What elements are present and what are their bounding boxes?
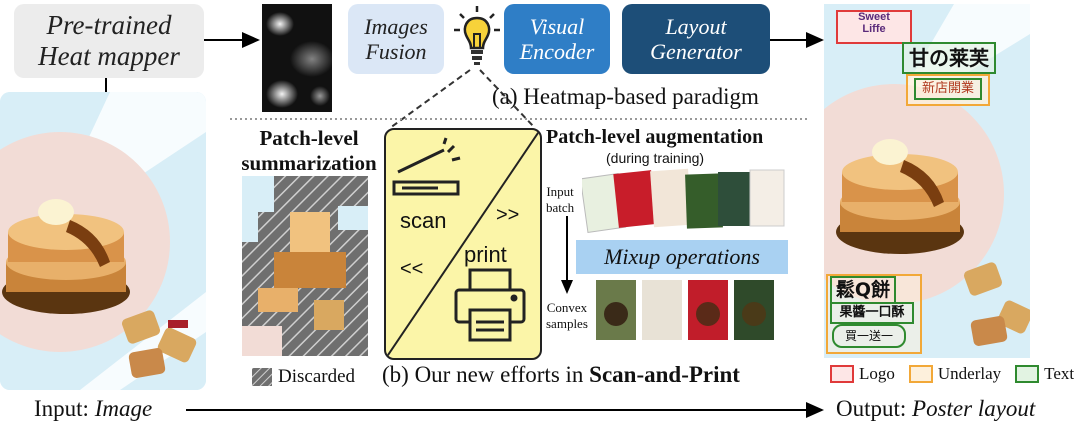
- output-poster: Sweet Liffe 甘の莱芙 新店開業 鬆Q餅 果醬一口酥 買一送一: [824, 4, 1030, 358]
- input-batch-line2: batch: [546, 199, 575, 215]
- logo-box: Sweet Liffe: [836, 10, 912, 44]
- print-label: print: [464, 242, 507, 267]
- hatch-swatch-icon: [252, 368, 272, 386]
- heatmap-thumbnail: [262, 4, 332, 112]
- legend-swatch-underlay: [908, 365, 933, 383]
- badge-text: 新店開業: [921, 81, 974, 96]
- heat-mapper-box: Pre-trained Heat mapper: [14, 4, 204, 78]
- scan-print-panel: scan >> << print: [384, 128, 542, 360]
- big-text-box: 鬆Q餅: [830, 276, 896, 304]
- legend-swatch-logo: [830, 365, 854, 383]
- forward-label: >>: [496, 204, 520, 226]
- heat-mapper-line2: Heat mapper: [38, 41, 180, 71]
- augmentation-subtitle: (during training): [606, 150, 705, 166]
- encoder-line1: Visual: [529, 13, 585, 39]
- logo-line1: Sweet: [858, 11, 890, 23]
- mixup-box: Mixup operations: [576, 240, 788, 274]
- input-italic: Image: [94, 396, 153, 421]
- input-batch-line1: Input: [546, 184, 574, 199]
- input-prefix: Input:: [34, 396, 95, 421]
- title-text-box: 甘の莱芙: [902, 42, 996, 74]
- images-fusion-box: Images Fusion: [348, 4, 444, 74]
- sub-text-box: 果醬一口酥: [830, 302, 914, 324]
- discarded-legend: Discarded: [252, 366, 355, 388]
- legend-item-text: Text: [1015, 364, 1074, 384]
- title-text: 甘の莱芙: [909, 46, 989, 70]
- legend-item-logo: Logo: [830, 364, 895, 384]
- printer-icon: [454, 268, 526, 342]
- convex-label: Convex samples: [546, 300, 588, 331]
- generator-line1: Layout: [665, 13, 727, 39]
- patch-summary-image: [242, 176, 368, 356]
- output-label: Output: Poster layout: [836, 396, 1035, 422]
- input-batch-label: Input batch: [546, 184, 574, 215]
- promo-text-box: 買一送一: [832, 324, 906, 348]
- scan-print-art: [386, 130, 540, 358]
- augmentation-title: Patch-level augmentation: [546, 126, 764, 148]
- logo-line2: Liffe: [862, 22, 886, 35]
- efforts-prefix: (b) Our new efforts in: [382, 362, 590, 387]
- heat-mapper-line1: Pre-trained: [46, 9, 172, 40]
- promo-text: 買一送一: [844, 329, 893, 343]
- patch-summary-line2: summarization: [241, 151, 377, 176]
- bottom-underlay-box: [826, 274, 922, 354]
- convex-line2: samples: [546, 315, 588, 331]
- patch-summary-line1: Patch-level: [259, 126, 359, 150]
- encoder-line2: Encoder: [519, 39, 595, 64]
- lightbulb-icon: [454, 6, 500, 65]
- output-italic: Poster layout: [912, 396, 1036, 421]
- discarded-label: Discarded: [278, 366, 356, 387]
- layout-generator-box: Layout Generator: [622, 4, 770, 74]
- legend: Logo Underlay Text: [830, 364, 1074, 384]
- convex-thumbnails: [596, 280, 774, 340]
- batch-arrow: [561, 216, 573, 294]
- scan-label: scan: [400, 208, 447, 233]
- convex-line1: Convex: [546, 300, 588, 315]
- scanner-icon: [392, 137, 461, 196]
- output-prefix: Output:: [836, 396, 913, 421]
- input-poster: [0, 92, 206, 390]
- legend-label-underlay: Underlay: [937, 364, 1002, 383]
- legend-item-underlay: Underlay: [908, 364, 1002, 384]
- fusion-line1: Images: [364, 13, 428, 39]
- legend-label-text: Text: [1044, 364, 1075, 383]
- generator-line2: Generator: [650, 39, 742, 64]
- input-batch-thumbnails: [582, 168, 785, 233]
- legend-swatch-text: [1015, 365, 1040, 383]
- badge-text-box: 新店開業: [914, 78, 982, 100]
- efforts-caption: (b) Our new efforts in Scan-and-Print: [382, 362, 740, 388]
- paradigm-caption: (a) Heatmap-based paradigm: [492, 84, 759, 109]
- visual-encoder-box: Visual Encoder: [504, 4, 610, 74]
- back-label: <<: [400, 258, 424, 280]
- patch-summary-title: Patch-level summarization: [236, 126, 382, 176]
- heatmap-image: [266, 12, 332, 108]
- legend-label-logo: Logo: [859, 364, 895, 383]
- mixup-label: Mixup operations: [604, 244, 760, 269]
- patch-grid: [242, 176, 368, 356]
- big-text: 鬆Q餅: [835, 279, 891, 301]
- efforts-bold: Scan-and-Print: [589, 362, 740, 387]
- input-poster-art: [0, 92, 206, 390]
- input-label: Input: Image: [34, 396, 152, 422]
- sub-text: 果醬一口酥: [839, 305, 905, 320]
- fusion-line2: Fusion: [365, 39, 427, 64]
